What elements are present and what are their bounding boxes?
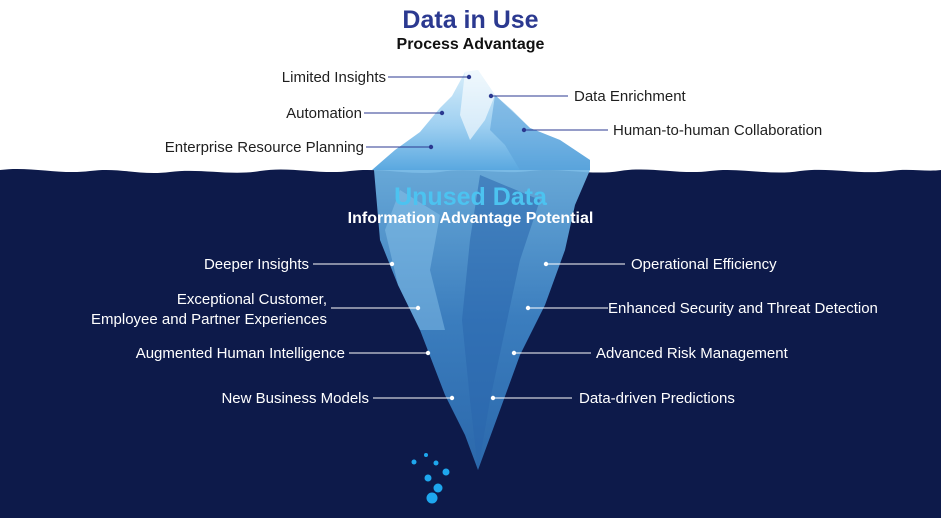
leader-dot: [428, 144, 434, 150]
leader-dot: [488, 93, 494, 99]
label-enhanced-security: Enhanced Security and Threat Detection: [608, 300, 878, 317]
leader-dot: [521, 127, 527, 133]
iceberg-tip-facet: [460, 70, 495, 140]
label-new-business-models: New Business Models: [221, 390, 369, 407]
bubble: [411, 459, 417, 465]
label-exceptional-customer-line1: Exceptional Customer,: [176, 291, 327, 308]
label-enterprise-resource-planning: Enterprise Resource Planning: [164, 139, 364, 156]
iceberg-underwater-shade: [462, 175, 540, 470]
label-operational-efficiency: Operational Efficiency: [631, 256, 777, 273]
leader-dot: [543, 261, 549, 267]
label-data-driven-predictions: Data-driven Predictions: [579, 390, 735, 407]
label-deeper-insights: Deeper Insights: [203, 256, 309, 273]
label-exceptional-customer-line2: Employee and Partner Experiences: [91, 311, 327, 328]
leader-dot: [389, 261, 395, 267]
leader-dot: [466, 74, 472, 80]
bubble: [426, 492, 438, 504]
title-unused-data: Unused Data: [394, 183, 547, 211]
label-augmented-human-intelligence: Augmented Human Intelligence: [135, 345, 345, 362]
label-advanced-risk-management: Advanced Risk Management: [596, 345, 788, 362]
label-human-to-human-collaboration: Human-to-human Collaboration: [613, 122, 823, 139]
label-limited-insights: Limited Insights: [281, 69, 386, 86]
leader-dot: [525, 305, 531, 311]
bubble: [433, 483, 443, 493]
bubble: [424, 453, 428, 457]
bubble: [433, 460, 439, 466]
subtitle-information-advantage: Information Advantage Potential: [347, 210, 594, 227]
iceberg-tip-shadow: [490, 95, 590, 170]
leader-dot: [439, 110, 445, 116]
iceberg-underwater-facet: [385, 190, 445, 330]
title-data-in-use: Data in Use: [402, 6, 539, 34]
label-automation: Automation: [286, 105, 362, 122]
leader-dot: [511, 350, 517, 356]
bubble: [442, 468, 450, 476]
leader-dot: [415, 305, 421, 311]
subtitle-process-advantage: Process Advantage: [396, 36, 545, 53]
leader-dot: [449, 395, 455, 401]
bubble: [424, 474, 432, 482]
leader-dot: [425, 350, 431, 356]
leader-dot: [490, 395, 496, 401]
label-data-enrichment: Data Enrichment: [574, 88, 686, 105]
